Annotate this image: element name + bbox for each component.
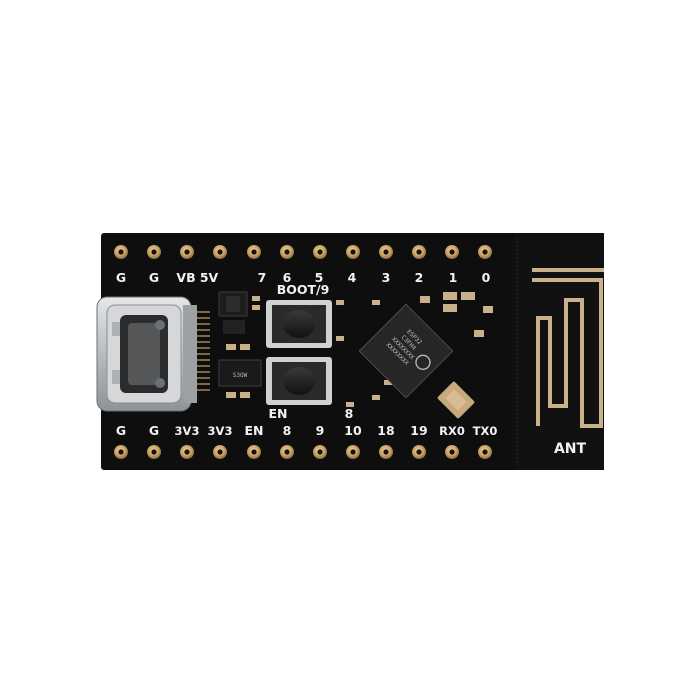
- pin-hole: [284, 249, 290, 255]
- pin-hole: [449, 249, 455, 255]
- pin-hole: [118, 449, 124, 455]
- pin-label-bottom: 8: [283, 423, 292, 438]
- pin-hole: [251, 449, 257, 455]
- pin-hole: [217, 249, 223, 255]
- pin-label-top: 6: [283, 270, 292, 285]
- pin-label-top: VB: [176, 270, 195, 285]
- pin-hole: [482, 249, 488, 255]
- pin-label-bottom: TX0: [473, 424, 498, 438]
- pin-label-bottom: 10: [344, 423, 362, 438]
- pin-label-top: 3: [382, 270, 391, 285]
- pin-label-bottom: EN: [244, 423, 263, 438]
- pin-hole: [284, 449, 290, 455]
- pin-hole: [350, 249, 356, 255]
- pin-label-bottom: RX0: [439, 424, 465, 438]
- antenna-keepout: [515, 233, 604, 470]
- pin-hole: [449, 449, 455, 455]
- en-button-label: EN: [268, 406, 287, 421]
- pin-hole: [383, 249, 389, 255]
- pin-label-bottom: 3V3: [208, 424, 233, 438]
- smd-components: S3OW: [218, 291, 392, 407]
- pcb-antenna-trace: [532, 278, 603, 428]
- usb-contacts: [197, 311, 210, 391]
- pin-label-top: 5V: [200, 270, 219, 285]
- bottom-pin-row: [114, 445, 492, 459]
- boot-button[interactable]: [266, 300, 332, 348]
- pin-hole: [151, 449, 157, 455]
- espressif-logo-icon: [415, 354, 431, 370]
- pin-label-top: G: [116, 270, 126, 285]
- pin-label-top: 4: [348, 270, 357, 285]
- pin-label-top: 7: [258, 270, 267, 285]
- top-pin-labels: G G VB 5V 7 6 5 4 3 2 1 0: [116, 270, 491, 285]
- pin-hole: [151, 249, 157, 255]
- pin-hole: [217, 449, 223, 455]
- pin-hole: [118, 249, 124, 255]
- rf-components: [420, 292, 493, 337]
- pin-label-bottom: 18: [377, 423, 394, 438]
- pin-hole: [350, 449, 356, 455]
- antenna-label: ANT: [554, 441, 587, 457]
- pin-label-top: 2: [415, 270, 424, 285]
- en-pin-number: 8: [345, 406, 354, 421]
- pin-hole: [184, 249, 190, 255]
- pin-hole: [317, 249, 323, 255]
- pin-label-bottom: G: [116, 423, 126, 438]
- pin-label-top: 5: [315, 270, 324, 285]
- pin-hole: [416, 249, 422, 255]
- regulator-marking: S3OW: [233, 372, 248, 379]
- pin-hole: [184, 449, 190, 455]
- pin-label-top: 0: [482, 270, 491, 285]
- pin-label-bottom: 3V3: [175, 424, 200, 438]
- pin-hole: [482, 449, 488, 455]
- pin-label-bottom: 9: [316, 423, 325, 438]
- pin-label-bottom: G: [149, 423, 159, 438]
- top-pin-row: [114, 245, 492, 259]
- bottom-pin-labels: G G 3V3 3V3 EN 8 9 10 18 19 RX0 TX0: [116, 423, 497, 438]
- pin-label-bottom: 19: [410, 423, 427, 438]
- crystal: [437, 381, 475, 419]
- esp32-chip: ESP32 C3FH4 XXXXXXXX XXXXXXXX: [358, 303, 454, 399]
- boot-label: BOOT/9: [277, 282, 330, 297]
- pin-label-top: 1: [449, 270, 458, 285]
- usb-c-connector[interactable]: [96, 296, 197, 412]
- pin-hole: [416, 449, 422, 455]
- en-button[interactable]: [266, 357, 332, 405]
- pin-label-top: G: [149, 270, 159, 285]
- pin-hole: [251, 249, 257, 255]
- pin-hole: [317, 449, 323, 455]
- pin-hole: [383, 449, 389, 455]
